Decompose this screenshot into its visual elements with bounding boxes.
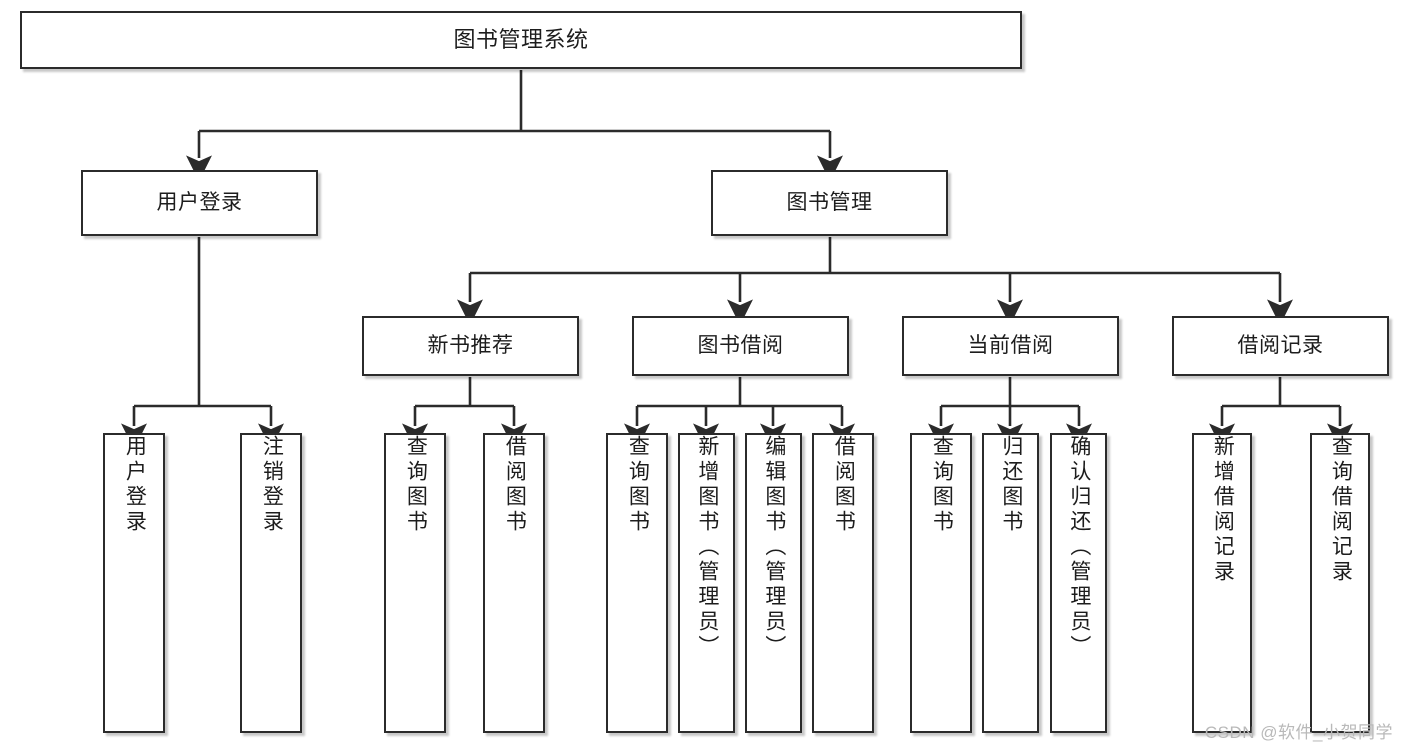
leaf-borrow-book[interactable]: 借阅图书: [812, 433, 874, 733]
node-borrow-record[interactable]: 借阅记录: [1172, 316, 1389, 376]
leaf-add-book[interactable]: 新增图书（管理员）: [678, 433, 735, 733]
leaf-borrow-book-recommend[interactable]: 借阅图书: [483, 433, 545, 733]
node-label: 查询图书: [626, 435, 650, 535]
node-label: 图书管理: [786, 190, 873, 214]
node-label: 编辑图书（管理员）: [762, 435, 786, 660]
leaf-query-book-recommend[interactable]: 查询图书: [384, 433, 446, 733]
node-label: 图书管理系统: [453, 27, 589, 53]
node-label: 借阅记录: [1237, 333, 1324, 357]
leaf-add-borrow-record[interactable]: 新增借阅记录: [1192, 433, 1252, 733]
leaf-logout-login[interactable]: 注销登录: [240, 433, 302, 733]
node-label: 新增借阅记录: [1211, 435, 1235, 585]
node-label: 确认归还（管理员）: [1067, 435, 1091, 660]
node-label: 用户登录: [156, 190, 243, 214]
node-label: 借阅图书: [832, 435, 856, 535]
node-label: 新增图书（管理员）: [695, 435, 719, 660]
node-root-system[interactable]: 图书管理系统: [20, 11, 1022, 69]
leaf-return-book[interactable]: 归还图书: [982, 433, 1039, 733]
leaf-user-login[interactable]: 用户登录: [103, 433, 165, 733]
leaf-query-borrow-record[interactable]: 查询借阅记录: [1310, 433, 1370, 733]
node-book-manage[interactable]: 图书管理: [711, 170, 948, 236]
leaf-query-book-borrow[interactable]: 查询图书: [606, 433, 668, 733]
node-label: 用户登录: [123, 435, 147, 535]
leaf-confirm-return[interactable]: 确认归还（管理员）: [1050, 433, 1107, 733]
node-label: 借阅图书: [503, 435, 527, 535]
leaf-edit-book[interactable]: 编辑图书（管理员）: [745, 433, 802, 733]
node-label: 新书推荐: [427, 333, 514, 357]
node-label: 当前借阅: [967, 333, 1054, 357]
watermark-text: CSDN @软件_小贺同学: [1204, 723, 1393, 742]
node-label: 图书借阅: [697, 333, 784, 357]
node-label: 注销登录: [260, 435, 284, 535]
node-label: 查询图书: [404, 435, 428, 535]
node-book-borrow[interactable]: 图书借阅: [632, 316, 849, 376]
node-current-borrow[interactable]: 当前借阅: [902, 316, 1119, 376]
node-label: 查询借阅记录: [1329, 435, 1353, 585]
node-user-login[interactable]: 用户登录: [81, 170, 318, 236]
node-label: 查询图书: [930, 435, 954, 535]
node-new-book-recommend[interactable]: 新书推荐: [362, 316, 579, 376]
node-label: 归还图书: [999, 435, 1023, 535]
leaf-query-book-current[interactable]: 查询图书: [910, 433, 972, 733]
